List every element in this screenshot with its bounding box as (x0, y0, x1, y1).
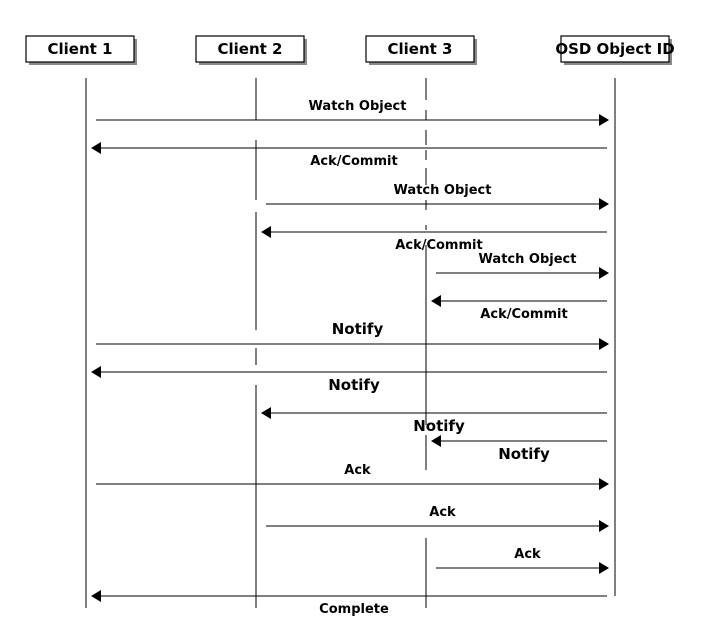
participant-3: Client 3 (365, 35, 477, 65)
message-arrowhead (599, 478, 609, 490)
message-2: Ack/Commit (91, 142, 607, 169)
message-arrowhead (599, 562, 609, 574)
message-8: Notify (91, 366, 607, 394)
message-11: Ack (96, 463, 609, 490)
message-1: Watch Object (96, 99, 609, 126)
message-label: Ack/Commit (310, 154, 397, 169)
message-label: Ack/Commit (395, 238, 482, 253)
message-arrowhead (431, 435, 441, 447)
participant-4: OSD Object ID (555, 35, 675, 65)
message-arrowhead (599, 520, 609, 532)
participant-box (365, 35, 475, 63)
message-7: Notify (96, 320, 609, 350)
participants: Client 1 Client 2 Client 3 OSD Object ID (25, 35, 675, 65)
message-arrowhead (599, 198, 609, 210)
message-3: Watch Object (266, 183, 609, 210)
message-12: Ack (266, 505, 609, 532)
participant-box (195, 35, 305, 63)
message-13: Ack (436, 547, 609, 574)
message-label: Notify (498, 445, 550, 463)
message-label: Watch Object (394, 183, 492, 198)
message-arrowhead (91, 590, 101, 602)
message-label: Complete (319, 602, 389, 617)
message-10: Notify (431, 435, 607, 463)
message-9: Notify (261, 407, 607, 435)
lifelines (85, 78, 616, 608)
participant-1: Client 1 (25, 35, 137, 65)
message-label: Ack (514, 547, 541, 562)
message-arrowhead (599, 114, 609, 126)
participant-label: Client 3 (388, 40, 453, 58)
message-4: Ack/Commit (261, 226, 607, 253)
message-label: Notify (413, 417, 465, 435)
message-5: Watch Object (436, 252, 609, 279)
message-arrowhead (91, 366, 101, 378)
message-arrowhead (261, 407, 271, 419)
message-label: Notify (328, 376, 380, 394)
message-arrowhead (261, 226, 271, 238)
message-arrowhead (599, 267, 609, 279)
participant-2: Client 2 (195, 35, 307, 65)
message-label: Watch Object (479, 252, 577, 267)
message-arrowhead (431, 295, 441, 307)
message-arrowhead (91, 142, 101, 154)
message-arrowhead (599, 338, 609, 350)
participant-box (25, 35, 135, 63)
participant-label: Client 1 (48, 40, 113, 58)
participant-label: OSD Object ID (555, 40, 674, 58)
message-6: Ack/Commit (431, 295, 607, 322)
message-label: Ack/Commit (480, 307, 567, 322)
participant-box (560, 35, 670, 63)
message-14: Complete (91, 590, 607, 617)
message-label: Watch Object (309, 99, 407, 114)
message-label: Ack (429, 505, 456, 520)
message-label: Notify (332, 320, 384, 338)
participant-label: Client 2 (218, 40, 283, 58)
message-label: Ack (344, 463, 371, 478)
